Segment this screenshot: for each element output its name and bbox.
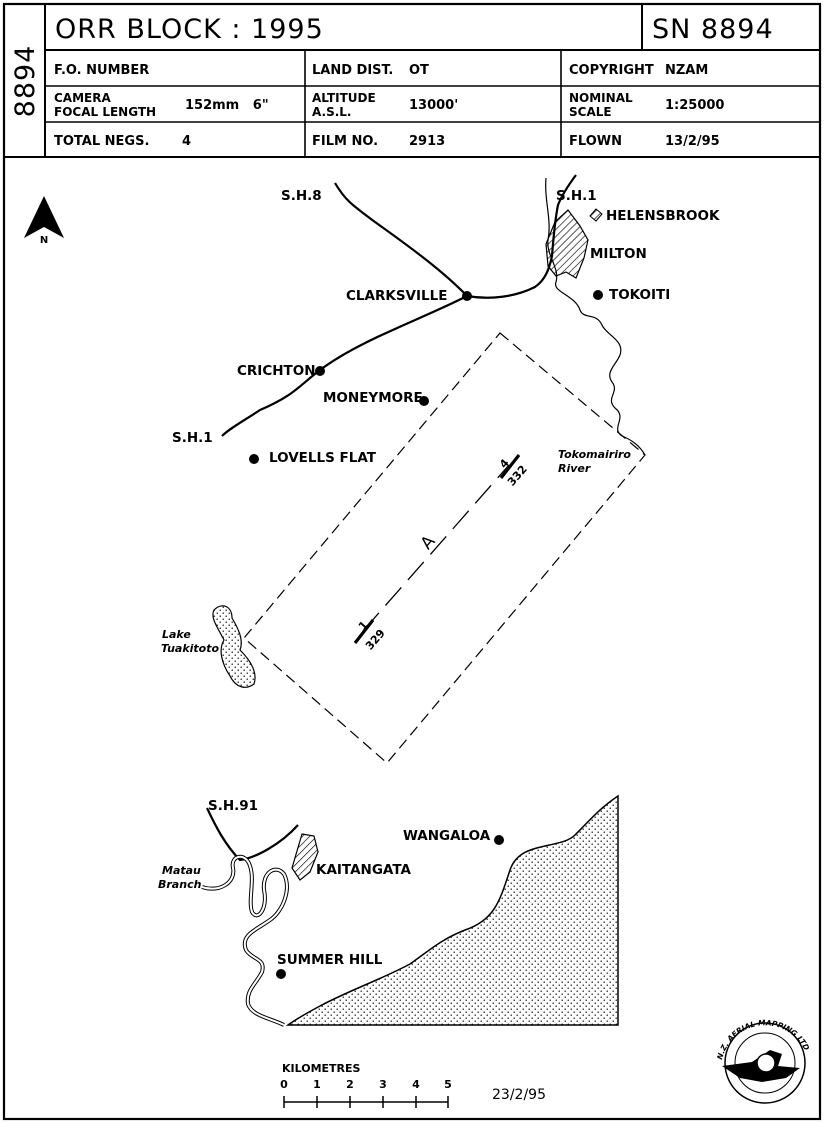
label-tokomairiro-1: Tokomairiro [558,448,631,461]
camera-label: CAMERA [54,91,111,105]
nominal-label: NOMINAL [569,91,633,105]
lake-tuakitoto [212,605,256,688]
helensbrook-town [589,208,603,222]
label-tokoiti: TOKOITI [609,287,670,303]
label-kaitangata: KAITANGATA [316,862,411,878]
matau-branch-river-inner [201,855,288,1026]
focal-length-label: FOCAL LENGTH [54,105,156,119]
north-label: N [40,235,48,246]
label-moneymore: MONEYMORE [323,390,423,406]
photo-coverage-area [243,332,646,764]
road-sh8 [334,182,468,297]
scale-tick-4: 4 [412,1078,420,1091]
label-lake-1: Lake [162,628,191,641]
label-matau-2: Branch [158,878,202,891]
label-sh8: S.H.8 [281,188,322,204]
label-sh91: S.H.91 [208,798,258,814]
scale-tick-3: 3 [379,1078,387,1091]
label-sh1-north: S.H.1 [556,188,597,204]
milton-town [545,209,589,279]
film-no-value: 2913 [409,134,445,149]
scale-tick-1: 1 [313,1078,321,1091]
nominal-scale-value: 1:25000 [665,98,724,113]
road-sh1-west [221,295,468,437]
flight-line-a [353,454,521,644]
summer-hill-dot [276,969,286,979]
total-negs-label: TOTAL NEGS. [54,134,149,149]
moneymore-dot [419,396,429,406]
scale-bar-ticks [283,1096,449,1108]
copyright-value: NZAM [665,63,708,78]
label-milton: MILTON [590,246,647,262]
label-crichton: CRICHTON [237,363,316,379]
nz-aerial-mapping-logo: N.Z. AERIAL MAPPING LTD [715,1018,811,1104]
land-district-value: OT [409,63,429,78]
fo-number-label: F.O. NUMBER [54,63,149,78]
lovells-flat-dot [249,454,259,464]
flight-start-frame: 1 [356,619,371,633]
asl-label: A.S.L. [312,105,351,119]
tokoiti-dot [593,290,603,300]
road-sh91 [206,807,299,862]
copyright-label: COPYRIGHT [569,63,654,78]
label-clarksville: CLARKSVILLE [346,288,447,304]
scale-label: SCALE [569,105,612,119]
wangaloa-dot [494,835,504,845]
scale-tick-0: 0 [280,1078,288,1091]
altitude-value: 13000' [409,98,458,113]
label-tokomairiro-2: River [558,462,591,475]
altitude-label: ALTITUDE [312,91,376,105]
label-summer-hill: SUMMER HILL [277,952,383,968]
date-stamp: 23/2/95 [492,1087,546,1103]
scale-tick-2: 2 [346,1078,354,1091]
sn-number: SN 8894 [652,14,774,45]
label-lovells-flat: LOVELLS FLAT [269,450,377,466]
scale-bar: KILOMETRES 0 1 2 3 4 5 [280,1062,452,1108]
flight-line-label: A [417,531,440,553]
north-arrow-icon: N [24,196,64,246]
total-negs-value: 4 [182,134,191,149]
label-matau-1: Matau [162,864,201,877]
land-district-label: LAND DIST. [312,63,393,78]
clarksville-dot [462,291,472,301]
side-number: 8894 [10,45,41,118]
block-title: ORR BLOCK : 1995 [55,14,324,45]
label-wangaloa: WANGALOA [403,828,491,844]
label-sh1-west: S.H.1 [172,430,213,446]
label-lake-2: Tuakitoto [161,642,219,655]
focal-length-value: 152mm 6" [185,98,269,113]
label-helensbrook: HELENSBROOK [606,208,720,224]
scale-tick-5: 5 [444,1078,452,1091]
sea-coast [285,794,619,1026]
kaitangata-town [291,833,319,881]
flown-value: 13/2/95 [665,134,720,149]
crichton-dot [315,366,325,376]
scale-bar-title: KILOMETRES [282,1062,361,1075]
flown-label: FLOWN [569,134,622,149]
film-no-label: FILM NO. [312,134,378,149]
